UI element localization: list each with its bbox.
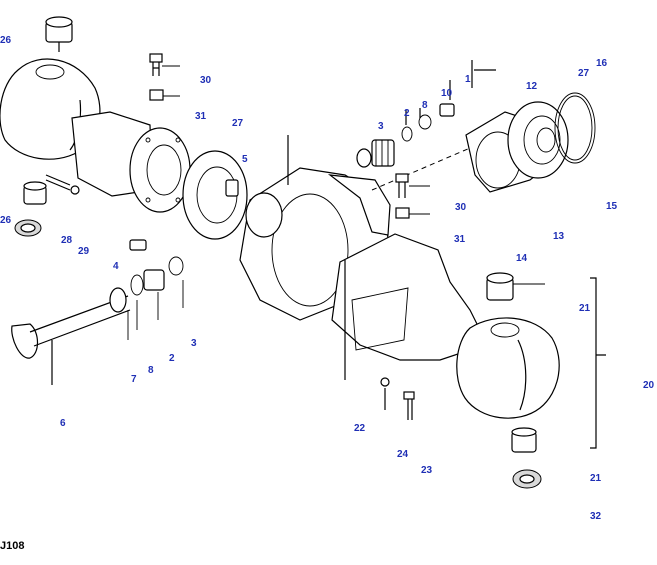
callout-27: 27 xyxy=(578,68,590,79)
callout-13: 13 xyxy=(553,231,565,242)
callout-31: 31 xyxy=(195,111,207,122)
right-swivel-ball xyxy=(456,317,560,419)
lower-bush-26 xyxy=(14,181,47,237)
callout-22: 22 xyxy=(354,423,366,434)
swivel-housing xyxy=(71,111,191,213)
group-bracket xyxy=(590,277,606,449)
callout-16: 16 xyxy=(596,58,608,69)
callout-27: 27 xyxy=(232,118,244,129)
callout-21: 21 xyxy=(579,303,591,314)
callout-28: 28 xyxy=(61,235,73,246)
gasket-ring xyxy=(182,150,248,240)
callout-10: 10 xyxy=(441,88,453,99)
drawing-number-fragment: J108 xyxy=(0,540,24,552)
top-bush-21 xyxy=(486,272,545,301)
callout-7: 7 xyxy=(131,374,137,385)
callout-26: 26 xyxy=(0,35,12,46)
callout-21: 21 xyxy=(590,473,602,484)
callout-8: 8 xyxy=(422,100,428,111)
callout-24: 24 xyxy=(397,449,409,460)
callout-20: 20 xyxy=(643,380,655,391)
callout-31: 31 xyxy=(454,234,466,245)
callout-23: 23 xyxy=(421,465,433,476)
callout-3: 3 xyxy=(378,121,384,132)
seal-rings-top xyxy=(356,60,496,168)
bolt-30-left xyxy=(149,53,180,101)
callout-12: 12 xyxy=(526,81,538,92)
callout-2: 2 xyxy=(404,108,410,119)
callout-14: 14 xyxy=(516,253,528,264)
callout-8: 8 xyxy=(148,365,154,376)
bolt-30-right xyxy=(395,173,430,219)
callout-6: 6 xyxy=(60,418,66,429)
callout-29: 29 xyxy=(78,246,90,257)
callout-1: 1 xyxy=(465,74,471,85)
callout-5: 5 xyxy=(242,154,248,165)
callout-26: 26 xyxy=(0,215,12,226)
top-bush-26 xyxy=(45,16,73,52)
circlip-15 xyxy=(554,92,596,164)
bearing-set-lower xyxy=(127,239,184,340)
callout-3: 3 xyxy=(191,338,197,349)
lower-bush-21 xyxy=(511,427,542,489)
callout-30: 30 xyxy=(455,202,467,213)
stud-28 xyxy=(45,174,80,195)
bolt-24 xyxy=(380,377,415,420)
callout-32: 32 xyxy=(590,511,602,522)
callout-2: 2 xyxy=(169,353,175,364)
drive-shaft xyxy=(11,287,131,385)
callout-4: 4 xyxy=(113,261,119,272)
callout-30: 30 xyxy=(200,75,212,86)
callout-15: 15 xyxy=(606,201,618,212)
hub-flange xyxy=(465,101,569,193)
